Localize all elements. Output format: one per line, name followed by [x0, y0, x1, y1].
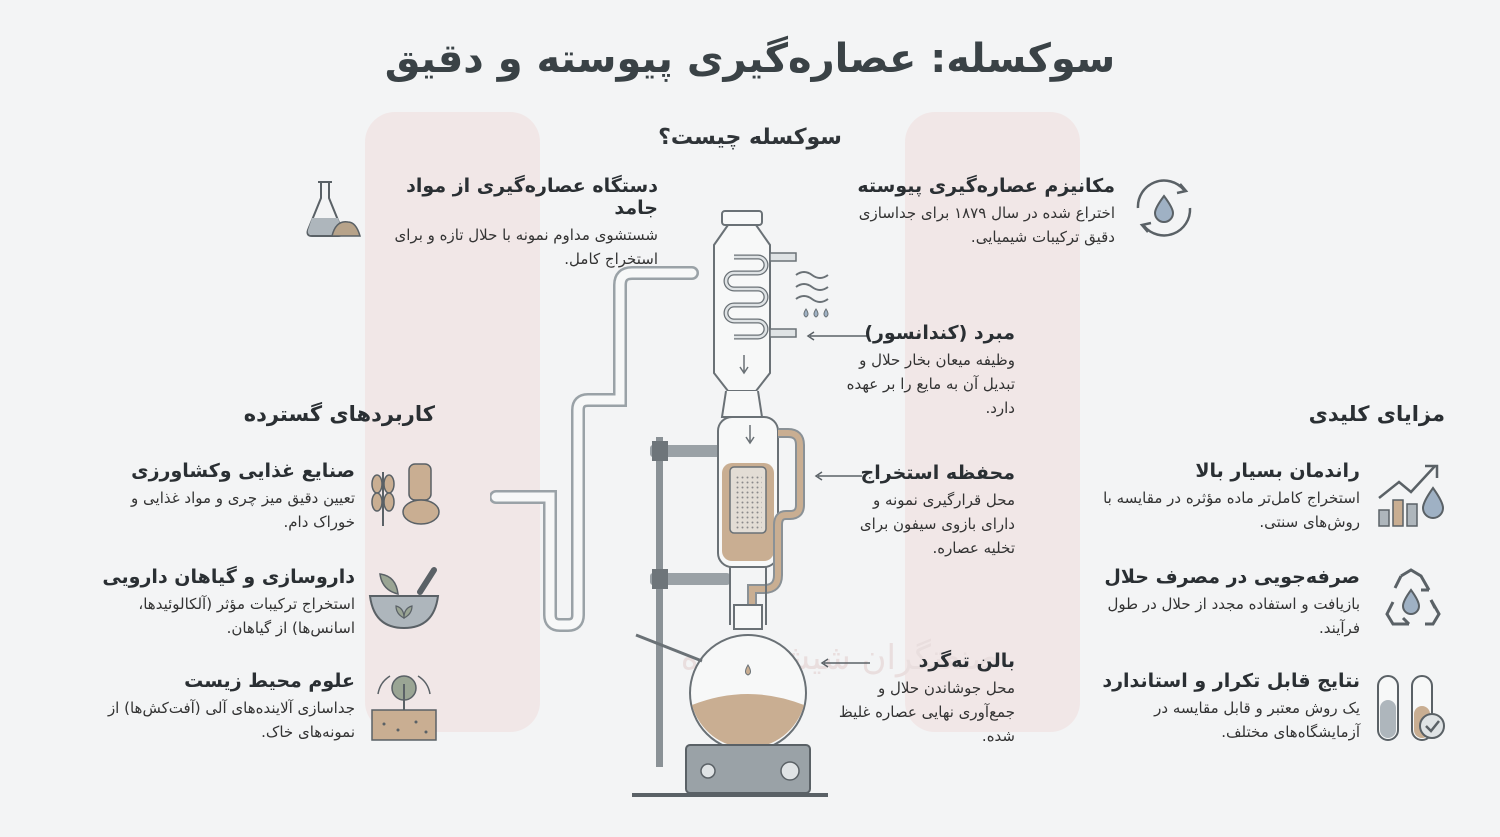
application-heading: علوم محیط زیست	[184, 670, 355, 692]
watermark-shape-right	[905, 112, 1080, 732]
application-heading: صنایع غذایی وکشاورزی	[131, 460, 355, 482]
chamber-heading: محفظه استخراج	[860, 462, 1015, 484]
device-heading: دستگاه عصاره‌گیری از مواد جامد	[406, 175, 658, 219]
advantage-text: بازیافت و استفاده مجدد از حلال در طول فر…	[1107, 595, 1360, 637]
section-subtitle: سوکسله چیست؟	[658, 125, 842, 150]
advantages-heading: مزایای کلیدی	[1308, 402, 1445, 426]
device-text: شستشوی مداوم نمونه با حلال تازه و برای ا…	[394, 226, 658, 268]
growth-chart-icon	[1378, 464, 1445, 527]
device-block: دستگاه عصاره‌گیری از مواد جامد شستشوی مد…	[368, 175, 658, 271]
application-text: استخراج ترکیبات مؤثر (آلکالوئیدها، اسانس…	[138, 595, 355, 637]
mechanism-heading: مکانیزم عصاره‌گیری پیوسته	[857, 175, 1115, 197]
mechanism-block: مکانیزم عصاره‌گیری پیوسته اختراع شده در …	[840, 175, 1115, 249]
flask-block: بالن ته‌گرد محل جوشاندن حلال و جمع‌آوری …	[835, 650, 1015, 748]
application-item: صنایع غذایی وکشاورزی تعیین دقیق میز چری …	[95, 460, 355, 534]
application-item: علوم محیط زیست جداسازی آلاینده‌های آلی (…	[95, 670, 355, 744]
application-text: تعیین دقیق میز چری و مواد غذایی و خوراک …	[131, 489, 355, 531]
page-title: سوکسله: عصاره‌گیری پیوسته و دقیق	[384, 36, 1116, 82]
applications-heading: کاربردهای گسترده	[243, 402, 435, 426]
application-item: داروسازی و گیاهان دارویی استخراج ترکیبات…	[95, 566, 355, 640]
soxhlet-apparatus	[490, 210, 829, 797]
chamber-text: محل قرارگیری نمونه و دارای بازوی سیفون ب…	[859, 491, 1015, 557]
advantage-item: راندمان بسیار بالا استخراج کامل‌تر ماده …	[1070, 460, 1360, 534]
advantage-item: نتایج قابل تکرار و استاندارد یک روش معتب…	[1070, 670, 1360, 744]
chamber-block: محفظه استخراج محل قرارگیری نمونه و دارای…	[835, 462, 1015, 560]
advantage-heading: نتایج قابل تکرار و استاندارد	[1102, 670, 1360, 692]
mechanism-text: اختراع شده در سال ۱۸۷۹ برای جداسازی دقیق…	[858, 204, 1115, 246]
watermark-shape-left	[365, 112, 540, 732]
soil-plant-icon	[371, 675, 437, 741]
advantage-heading: صرفه‌جویی در مصرف حلال	[1104, 566, 1360, 588]
flask-heading: بالن ته‌گرد	[918, 650, 1015, 672]
condenser-heading: مبرد (کندانسور)	[864, 322, 1015, 344]
recycle-drop-icon	[1385, 568, 1441, 626]
application-heading: داروسازی و گیاهان دارویی	[102, 566, 355, 588]
flask-sample-icon	[306, 181, 361, 237]
advantage-heading: راندمان بسیار بالا	[1195, 460, 1360, 482]
advantage-text: استخراج کامل‌تر ماده مؤثره در مقایسه با …	[1103, 489, 1360, 531]
mortar-pestle-icon	[368, 567, 440, 630]
cycle-drop-icon	[1136, 179, 1192, 237]
wheat-bread-icon	[371, 463, 440, 526]
advantage-item: صرفه‌جویی در مصرف حلال بازیافت و استفاده…	[1070, 566, 1360, 640]
pointer-lines	[806, 331, 870, 668]
advantage-text: یک روش معتبر و قابل مقایسه در آزمایشگاه‌…	[1154, 699, 1360, 741]
test-tubes-icon	[1377, 675, 1445, 741]
condenser-text: وظیفه میعان بخار حلال و تبدیل آن به مایع…	[846, 351, 1015, 417]
condenser-block: مبرد (کندانسور) وظیفه میعان بخار حلال و …	[840, 322, 1015, 420]
flask-text: محل جوشاندن حلال و جمع‌آوری نهایی عصاره …	[838, 679, 1015, 745]
application-text: جداسازی آلاینده‌های آلی (آفت‌کش‌ها) از ن…	[107, 699, 355, 741]
